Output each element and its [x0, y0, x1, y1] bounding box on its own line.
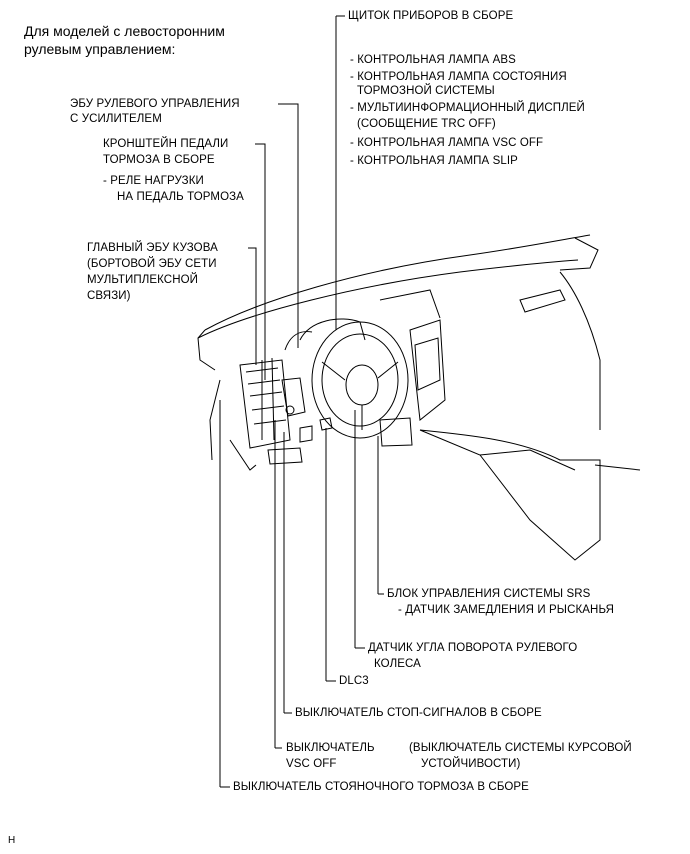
label-parking-brake-switch: ВЫКЛЮЧАТЕЛЬ СТОЯНОЧНОГО ТОРМОЗА В СБОРЕ [233, 781, 529, 793]
right-vent-outline [519, 289, 566, 313]
leader-eps-ecu [278, 103, 299, 348]
label-eps-ecu-line2: С УСИЛИТЕЛЕМ [70, 113, 162, 125]
center-stack-outline [409, 319, 446, 421]
label-vsc-off-switch-line2: VSC OFF [286, 758, 337, 770]
label-yaw-sensor: - ДАТЧИК ЗАМЕДЛЕНИЯ И РЫСКАНЬЯ [398, 604, 615, 616]
meter-item: - КОНТРОЛЬНАЯ ЛАМПА VSC OFF [350, 137, 544, 149]
leader-steering-sensor [354, 410, 365, 649]
steering-wheel-outer [311, 321, 409, 439]
label-brake-bracket-line1: КРОНШТЕЙН ПЕДАЛИ [103, 138, 229, 150]
label-eps-ecu-line1: ЭБУ РУЛЕВОГО УПРАВЛЕНИЯ [70, 98, 240, 110]
dashboard-upper-edge [197, 259, 579, 339]
meter-item: (СООБЩЕНИЕ TRC OFF) [357, 118, 496, 130]
label-steering-sensor-line1: ДАТЧИК УГЛА ПОВОРОТА РУЛЕВОГО [368, 642, 578, 654]
leader-body-ecu [248, 247, 257, 365]
leader-srs-unit [377, 436, 384, 595]
body-ecu-block [239, 359, 291, 449]
label-vsc-off-desc-line1: (ВЫКЛЮЧАТЕЛЬ СИСТЕМЫ КУРСОВОЙ [409, 742, 632, 754]
label-vsc-off-switch-line1: ВЫКЛЮЧАТЕЛЬ [286, 742, 375, 754]
page-heading-line2: рулевым управлением: [24, 41, 176, 57]
meter-hood [299, 318, 366, 341]
srs-control-unit [379, 417, 413, 447]
meter-item: - КОНТРОЛЬНАЯ ЛАМПА ABS [350, 54, 516, 66]
leader-parking-brake [219, 400, 230, 788]
leader-vsc-off [274, 420, 282, 749]
steering-hub [345, 364, 379, 406]
label-brake-relay-line2: НА ПЕДАЛЬ ТОРМОЗА [117, 191, 244, 203]
dlc3-connector [319, 417, 333, 431]
label-dlc3: DLC3 [339, 675, 369, 687]
meter-item: - МУЛЬТИИНФОРМАЦИОННЫЙ ДИСПЛЕЙ [350, 102, 585, 114]
label-body-ecu-line3: МУЛЬТИПЛЕКСНОЙ [87, 274, 199, 286]
meter-item: ТОРМОЗНОЙ СИСТЕМЫ [357, 85, 495, 97]
label-stop-light-switch: ВЫКЛЮЧАТЕЛЬ СТОП-СИГНАЛОВ В СБОРЕ [295, 707, 542, 719]
leader-stop-light [283, 432, 292, 714]
meter-item: - КОНТРОЛЬНАЯ ЛАМПА СОСТОЯНИЯ [350, 71, 567, 83]
label-vsc-off-desc-line2: УСТОЙЧИВОСТИ) [421, 758, 521, 770]
leader-brake-bracket [255, 143, 266, 380]
leader-combination-meter [335, 15, 345, 330]
leader-dlc3 [325, 428, 336, 682]
label-srs-unit: БЛОК УПРАВЛЕНИЯ СИСТЕМЫ SRS [387, 588, 591, 600]
label-body-ecu-line2: (БОРТОВОЙ ЭБУ СЕТИ [87, 258, 217, 270]
dashboard-top-outline [204, 234, 591, 331]
meter-item: - КОНТРОЛЬНАЯ ЛАМПА SLIP [350, 155, 518, 167]
center-console [419, 429, 601, 561]
brake-pedal-bracket [281, 377, 306, 417]
label-brake-bracket-line2: ТОРМОЗА В СБОРЕ [103, 154, 215, 166]
label-brake-relay-line1: - РЕЛЕ НАГРУЗКИ [103, 175, 204, 187]
footer-mark: H [8, 835, 16, 846]
page-heading-line1: Для моделей с левосторонним [24, 23, 225, 39]
label-combination-meter: ЩИТОК ПРИБОРОВ В СБОРЕ [348, 10, 514, 22]
label-steering-sensor-line2: КОЛЕСА [374, 658, 421, 670]
label-body-ecu-line4: СВЯЗИ) [87, 290, 131, 302]
label-body-ecu-line1: ГЛАВНЫЙ ЭБУ КУЗОВА [87, 242, 218, 254]
